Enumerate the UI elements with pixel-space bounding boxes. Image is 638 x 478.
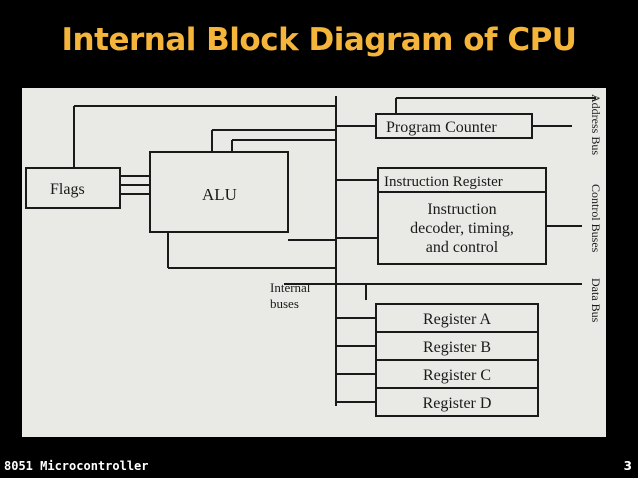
register-a-label: Register A <box>423 311 491 328</box>
slide-title: Internal Block Diagram of CPU <box>61 22 577 58</box>
program-counter-label: Program Counter <box>386 119 497 136</box>
control-buses-label: Control Buses <box>589 184 603 253</box>
flags-block <box>25 167 121 209</box>
internal-buses-label-line2: buses <box>270 296 299 311</box>
flags-label: Flags <box>50 181 85 198</box>
data-bus-label: Data Bus <box>589 278 603 323</box>
decoder-label-line1: Instruction <box>427 201 496 218</box>
decoder-label-line2: decoder, timing, <box>410 220 514 237</box>
address-bus-label: Address Bus <box>589 94 603 155</box>
diagram-photo: Flags ALU Program Counter Instruction Re… <box>22 88 606 437</box>
alu-label: ALU <box>202 185 237 204</box>
instruction-register-label: Instruction Register <box>384 174 503 190</box>
register-c-label: Register C <box>423 367 491 384</box>
page-number: 3 <box>623 459 632 473</box>
alu-block <box>149 151 289 233</box>
register-b-label: Register B <box>423 339 491 356</box>
decoder-label-line3: and control <box>426 239 499 256</box>
register-d-label: Register D <box>423 395 492 412</box>
decoder-block <box>377 191 547 265</box>
footer-course-label: 8051 Microcontroller <box>4 459 149 473</box>
cpu-block-diagram: Flags ALU Program Counter Instruction Re… <box>25 94 603 417</box>
internal-buses-label-line1: Internal <box>270 280 311 295</box>
